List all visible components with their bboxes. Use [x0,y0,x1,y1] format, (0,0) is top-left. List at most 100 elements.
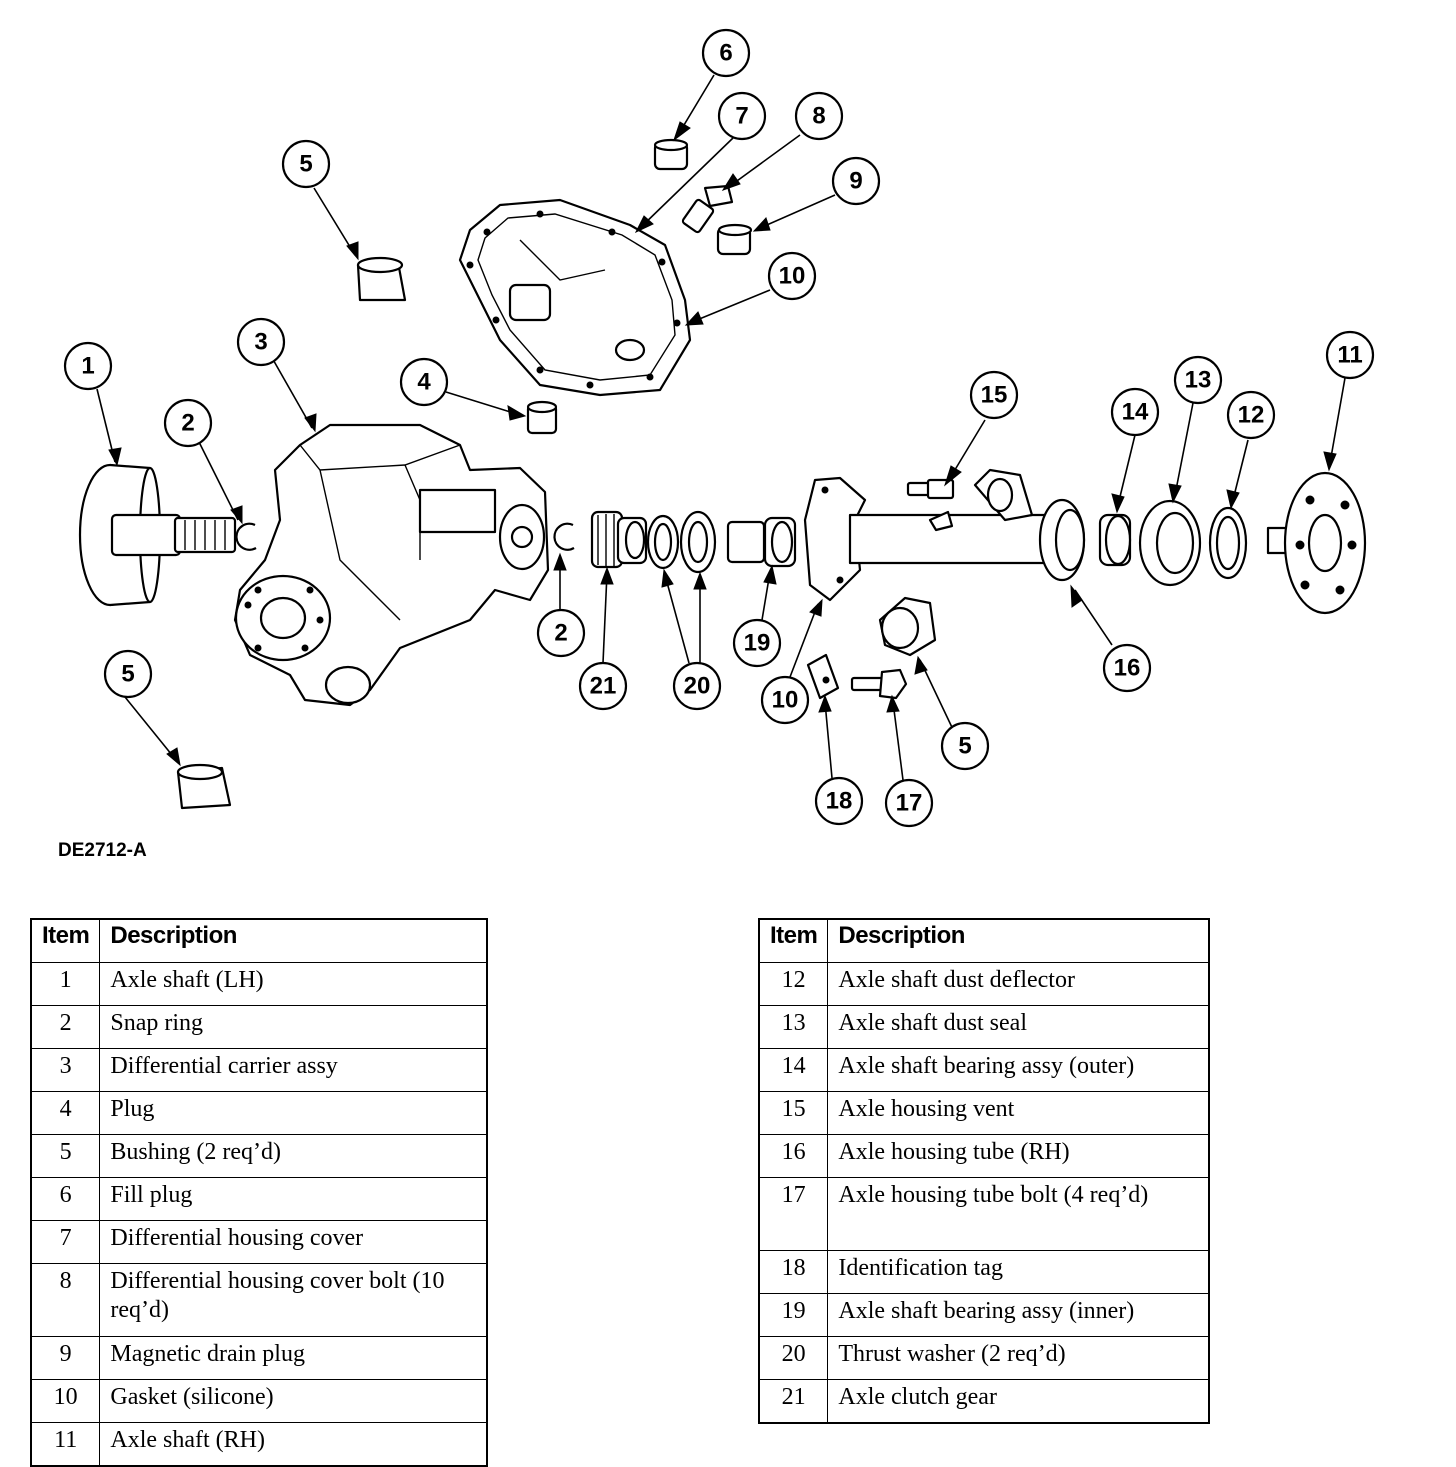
part-magnetic-drain-plug [716,223,753,256]
item-description: Differential housing cover [99,1220,488,1264]
callout-10-bottom: 10 [760,675,810,725]
part-identification-tag [806,653,840,700]
callout-14: 14 [1110,387,1160,437]
item-number: 2 [30,1005,101,1049]
item-number: 13 [758,1005,829,1049]
callout-15: 15 [969,370,1019,420]
part-differential-carrier [233,423,550,707]
part-plug [526,400,558,435]
callout-19: 19 [732,618,782,668]
item-description: Identification tag [827,1250,1210,1294]
callout-20: 20 [672,661,722,711]
item-number: 1 [30,962,101,1006]
svg-text:10: 10 [772,687,799,714]
item-number: 14 [758,1048,829,1092]
table-header-row: Item Description [30,918,488,963]
part-snap-ring-right [553,522,575,551]
svg-text:19: 19 [744,630,771,657]
item-description: Plug [99,1091,488,1135]
svg-text:9: 9 [849,168,862,195]
callout-5-bottom-left: 5 [103,649,153,699]
svg-text:5: 5 [958,733,971,760]
callout-21: 21 [578,661,628,711]
column-header-description: Description [99,918,488,963]
svg-text:17: 17 [896,790,923,817]
item-description: Snap ring [99,1005,488,1049]
item-number: 8 [30,1263,101,1337]
item-description: Bushing (2 req’d) [99,1134,488,1178]
callout-17: 17 [884,778,934,828]
item-number: 16 [758,1134,829,1178]
part-differential-housing-cover [458,198,692,397]
callout-5-top: 5 [281,139,331,189]
part-dust-deflector [1208,506,1248,580]
item-number: 20 [758,1336,829,1380]
callout-8: 8 [794,91,844,141]
svg-text:6: 6 [719,40,732,67]
part-bushing-top [356,256,407,302]
part-tube-bolt [850,668,908,700]
item-description: Axle shaft (RH) [99,1422,488,1467]
svg-text:7: 7 [735,103,748,130]
item-number: 3 [30,1048,101,1092]
svg-text:20: 20 [684,673,711,700]
callout-3: 3 [236,317,286,367]
item-number: 9 [30,1336,101,1380]
part-axle-housing-tube [803,468,1086,602]
svg-text:13: 13 [1185,367,1212,394]
item-number: 21 [758,1379,829,1424]
svg-text:5: 5 [299,151,312,178]
column-header-description: Description [827,918,1210,963]
part-dust-seal [1138,499,1202,587]
callout-6: 6 [701,28,751,78]
part-cover-bolt [681,184,734,234]
item-number: 17 [758,1177,829,1251]
svg-text:14: 14 [1122,399,1149,426]
callout-10-top: 10 [767,251,817,301]
table-header-row: Item Description [758,918,1210,963]
figure-code: DE2712-A [58,840,147,861]
item-description: Axle shaft (LH) [99,962,488,1006]
exploded-view-diagram: 1 2 2 3 4 5 5 5 6 7 8 9 10 10 11 12 13 1… [63,28,1375,828]
part-axle-shaft-lh [78,463,237,607]
part-bushing-right [878,596,937,657]
item-description: Axle shaft bearing assy (inner) [827,1293,1210,1337]
part-outer-bearing [1098,513,1132,567]
svg-text:15: 15 [981,382,1008,409]
column-header-item: Item [758,918,829,963]
item-number: 15 [758,1091,829,1135]
part-bushing-bottom [176,763,232,810]
item-number: 18 [758,1250,829,1294]
part-axle-housing-vent [906,478,955,500]
callout-4: 4 [399,357,449,407]
item-description: Gasket (silicone) [99,1379,488,1423]
part-thrust-washers [646,510,717,574]
leader-lines [96,74,1346,781]
callout-18: 18 [814,776,864,826]
item-description: Axle shaft dust seal [827,1005,1210,1049]
part-axle-shaft-rh [1266,471,1367,615]
item-description: Differential carrier assy [99,1048,488,1092]
svg-text:2: 2 [554,620,567,647]
callout-11: 11 [1325,330,1375,380]
svg-text:18: 18 [826,788,853,815]
svg-text:4: 4 [417,369,431,396]
item-number: 19 [758,1293,829,1337]
item-number: 11 [30,1422,101,1467]
